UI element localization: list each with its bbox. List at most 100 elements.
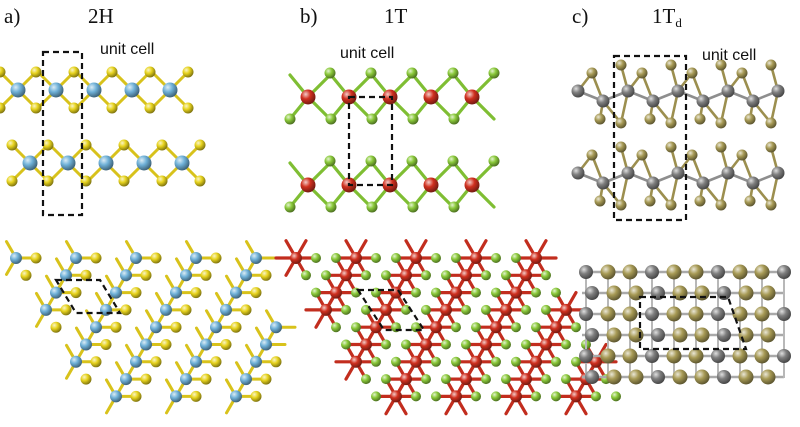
chalcogen-atom — [600, 306, 616, 322]
metal-atom — [240, 269, 252, 282]
chalcogen-atom — [311, 253, 321, 263]
chalcogen-atom — [754, 306, 770, 322]
metal-atom — [571, 84, 585, 98]
chalcogen-atom — [407, 201, 419, 213]
chalcogen-atom — [130, 390, 142, 402]
metal-atom — [70, 252, 82, 264]
chalcogen-atom — [30, 66, 42, 78]
metal-atom — [651, 370, 665, 384]
metal-atom — [711, 349, 725, 363]
chalcogen-atom — [488, 155, 500, 167]
chalcogen-atom — [760, 369, 776, 385]
chalcogen-atom — [481, 374, 491, 385]
chalcogen-atom — [594, 113, 606, 125]
chalcogen-atom — [531, 391, 541, 402]
chalcogen-atom — [688, 264, 704, 280]
chalcogen-atom — [406, 67, 418, 79]
chalcogen-atom — [0, 66, 6, 78]
chalcogen-atom — [644, 195, 656, 207]
chalcogen-atom — [210, 356, 222, 368]
chalcogen-atom — [491, 391, 501, 402]
metal-atom — [440, 303, 452, 316]
metal-atom — [170, 390, 182, 403]
metal-atom — [250, 355, 262, 368]
metal-atom — [410, 252, 422, 264]
metal-atom — [300, 89, 316, 105]
metal-atom — [290, 252, 302, 264]
chalcogen-atom — [200, 373, 212, 385]
chalcogen-atom — [325, 113, 337, 125]
chalcogen-atom — [190, 390, 202, 402]
metal-atom — [40, 303, 52, 316]
chalcogen-atom — [666, 348, 682, 364]
metal-atom — [460, 373, 472, 386]
panel-c-unit-cell-label: unit cell — [702, 47, 757, 64]
chalcogen-atom — [68, 102, 80, 114]
chalcogen-atom — [68, 66, 80, 78]
panel-c-phase-subscript: d — [675, 15, 682, 30]
chalcogen-atom — [150, 356, 162, 368]
metal-atom — [130, 355, 142, 368]
chalcogen-atom — [531, 287, 541, 298]
chalcogen-atom — [665, 141, 677, 153]
metal-atom — [400, 269, 412, 282]
panel-a-phase: 2H — [88, 4, 114, 28]
chalcogen-atom — [371, 253, 381, 263]
chalcogen-atom — [448, 201, 460, 213]
chalcogen-atom — [42, 175, 54, 187]
chalcogen-atom — [284, 113, 296, 125]
metal-atom — [717, 370, 731, 384]
metal-atom — [10, 252, 22, 264]
chalcogen-atom — [210, 252, 222, 264]
metal-atom — [174, 155, 190, 171]
metal-atom — [510, 390, 522, 403]
chalcogen-atom — [732, 264, 748, 280]
metal-atom — [671, 84, 685, 98]
metal-atom — [162, 82, 178, 98]
metal-atom — [596, 176, 610, 190]
chalcogen-atom — [50, 321, 62, 333]
chalcogen-atom — [551, 391, 561, 402]
metal-atom — [400, 373, 412, 386]
metal-atom — [124, 82, 140, 98]
metal-atom — [230, 390, 242, 403]
chalcogen-atom — [521, 304, 531, 315]
metal-atom — [170, 286, 182, 299]
chalcogen-atom — [665, 59, 677, 71]
chalcogen-atom — [686, 67, 698, 79]
chalcogen-atom — [431, 253, 441, 263]
chalcogen-atom — [431, 391, 441, 402]
chalcogen-atom — [738, 369, 754, 385]
chalcogen-atom — [118, 175, 130, 187]
chalcogen-atom — [551, 287, 561, 298]
metal-atom — [250, 252, 262, 264]
chalcogen-atom — [250, 390, 262, 402]
chalcogen-atom — [511, 322, 521, 333]
metal-atom — [190, 252, 202, 264]
chalcogen-atom — [407, 113, 419, 125]
metal-atom — [300, 177, 316, 193]
chalcogen-atom — [311, 287, 321, 298]
chalcogen-atom — [401, 339, 411, 350]
chalcogen-atom — [180, 304, 192, 316]
metal-atom — [330, 286, 342, 299]
chalcogen-atom — [586, 149, 598, 161]
chalcogen-atom — [686, 149, 698, 161]
unit-cell-box — [347, 95, 394, 187]
metal-atom — [460, 269, 472, 282]
metal-atom — [60, 269, 72, 282]
chalcogen-atom — [365, 67, 377, 79]
chalcogen-atom — [571, 322, 581, 333]
metal-atom — [696, 176, 710, 190]
chalcogen-atom — [144, 66, 156, 78]
metal-atom — [180, 269, 192, 282]
chalcogen-atom — [754, 348, 770, 364]
chalcogen-atom — [600, 264, 616, 280]
chalcogen-atom — [6, 139, 18, 151]
chalcogen-atom — [672, 285, 688, 301]
chalcogen-atom — [194, 175, 206, 187]
chalcogen-atom — [754, 264, 770, 280]
metal-atom — [746, 94, 760, 108]
chalcogen-atom — [6, 175, 18, 187]
